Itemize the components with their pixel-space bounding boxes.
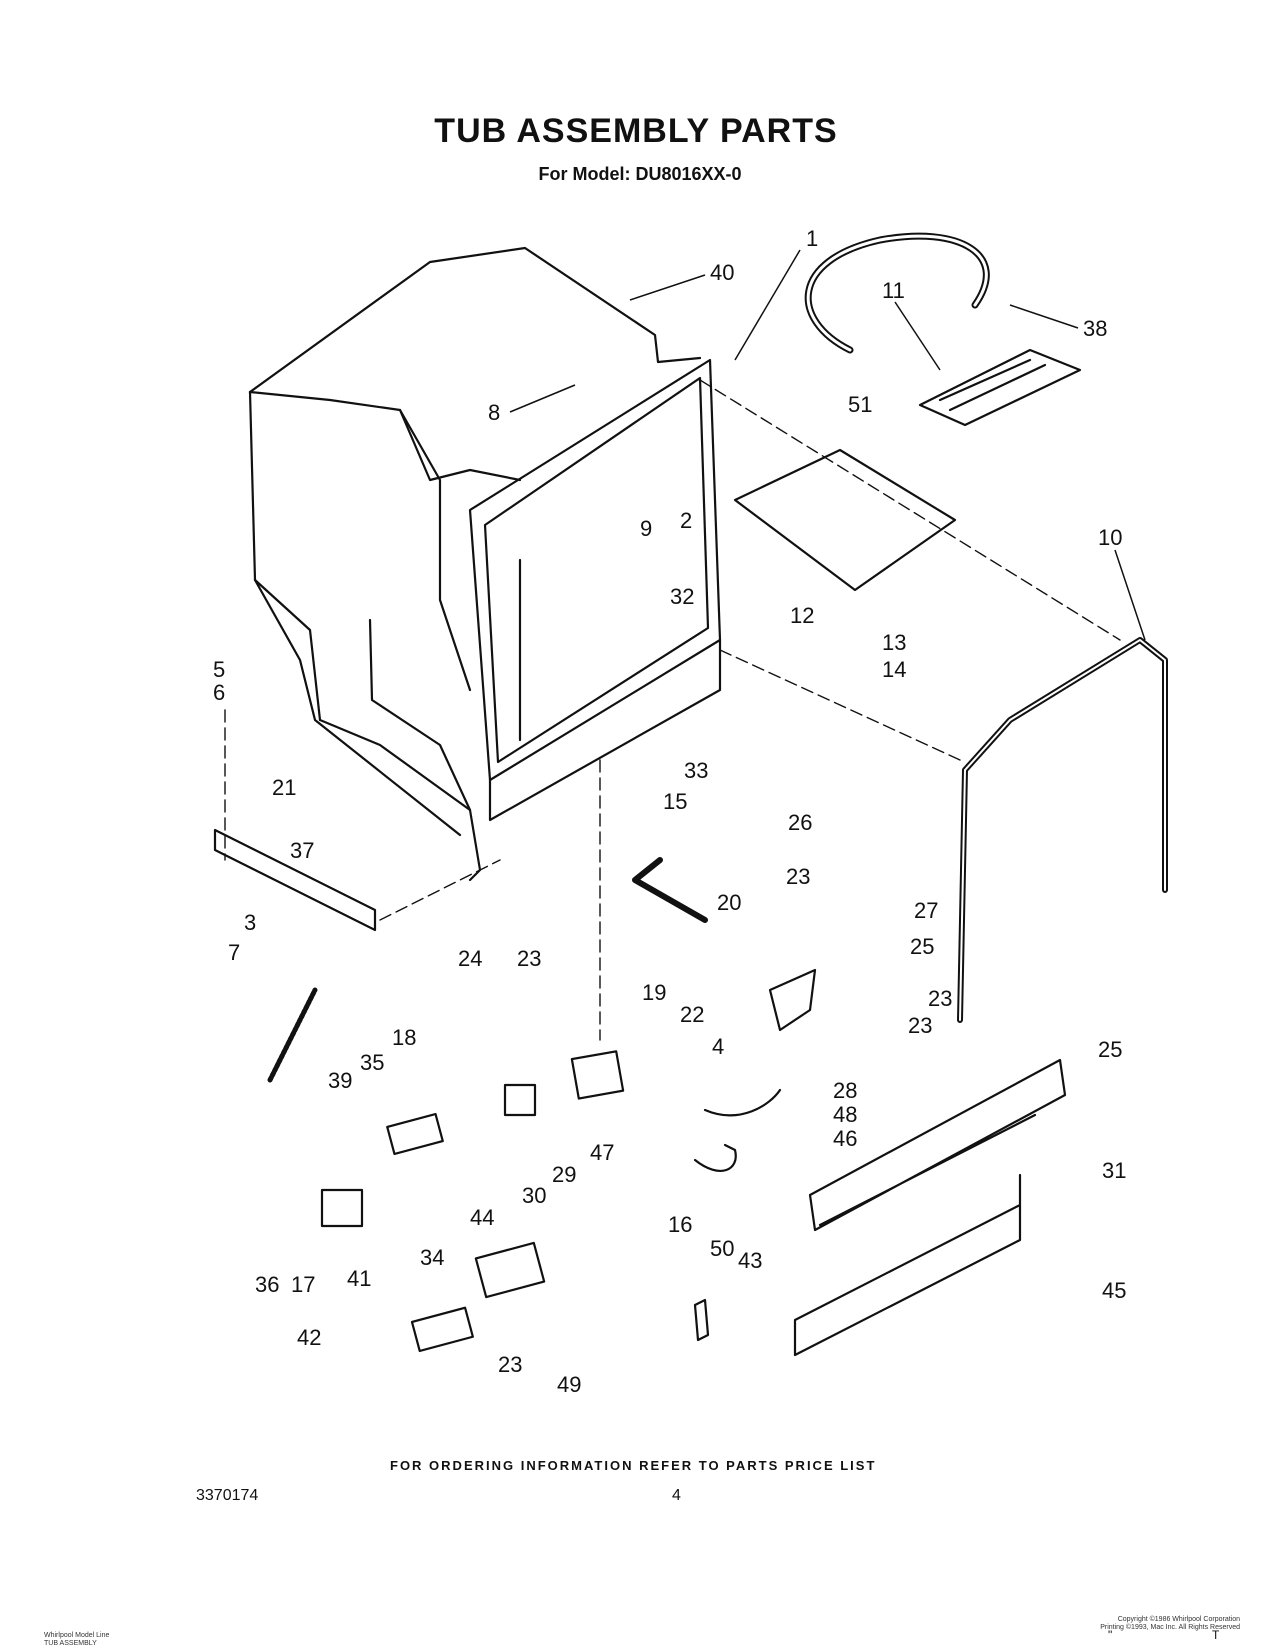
callout-41: 34 bbox=[420, 1245, 444, 1270]
callout-9: 9 bbox=[640, 516, 652, 541]
lead-wire-drawing bbox=[703, 1088, 782, 1117]
fine-print-right: Copyright ©1986 Whirlpool Corporation Pr… bbox=[1040, 1616, 1240, 1632]
corner-mark: " bbox=[1108, 1628, 1113, 1642]
fine-print-left-line: TUB ASSEMBLY bbox=[44, 1640, 97, 1647]
callout-17b: 44 bbox=[470, 1205, 494, 1230]
callout-46: 48 bbox=[833, 1102, 857, 1127]
callout-5: 5 bbox=[213, 657, 225, 682]
callout-23b: 23 bbox=[517, 946, 541, 971]
callout-18: 23 bbox=[908, 1013, 932, 1038]
callout-35: 25 bbox=[1098, 1037, 1122, 1062]
switch-drawing bbox=[570, 1050, 625, 1100]
cord-clamp-drawing bbox=[693, 1298, 710, 1342]
junction-box-drawing bbox=[474, 1241, 546, 1299]
u-gasket-drawing bbox=[957, 637, 1168, 1023]
page-title: TUB ASSEMBLY PARTS bbox=[434, 112, 838, 150]
callout-8: 8 bbox=[488, 400, 500, 425]
model-subtitle: For Model: DU8016XX-0 bbox=[538, 164, 742, 184]
callout-23c: 23 bbox=[928, 986, 952, 1011]
valve-drawing bbox=[768, 968, 817, 1032]
callout-19: 19 bbox=[642, 980, 666, 1005]
callout-44: 49 bbox=[557, 1372, 581, 1397]
callout-28: 39 bbox=[328, 1068, 352, 1093]
fill-tube-drawing bbox=[632, 857, 708, 923]
callout-30: 29 bbox=[552, 1162, 576, 1187]
callout-33: 33 bbox=[684, 758, 708, 783]
fine-print-left: Whirlpool Model Line TUB ASSEMBLY bbox=[44, 1632, 109, 1648]
clamp-drawing bbox=[693, 1143, 737, 1172]
callout-36: 31 bbox=[1102, 1158, 1126, 1183]
spring-drawing bbox=[267, 987, 318, 1083]
callout-50: 16 bbox=[668, 1212, 692, 1237]
callout-14: 14 bbox=[882, 657, 906, 682]
callout-43: 50 bbox=[710, 1236, 734, 1261]
callout-23d: 42 bbox=[297, 1325, 321, 1350]
toe-panel-drawing bbox=[808, 1058, 1067, 1232]
callout-16: 17 bbox=[291, 1272, 315, 1297]
callout-42: 41 bbox=[347, 1266, 371, 1291]
callout-12: 12 bbox=[790, 603, 814, 628]
corner-mark: T bbox=[1212, 1628, 1220, 1642]
callout-37: 37 bbox=[290, 838, 314, 863]
kick-plate-drawing bbox=[793, 1173, 1022, 1357]
terminal-block-drawing bbox=[386, 1112, 444, 1156]
callout-1: 1 bbox=[806, 226, 818, 251]
float-switch-drawing bbox=[320, 1188, 364, 1228]
callout-29: 47 bbox=[590, 1140, 614, 1165]
page-number: 4 bbox=[672, 1487, 681, 1504]
callout-47: 46 bbox=[833, 1126, 857, 1151]
callout-6: 6 bbox=[213, 680, 225, 705]
callout-2: 2 bbox=[680, 508, 692, 533]
callout-21: 21 bbox=[272, 775, 296, 800]
callout-10: 10 bbox=[1098, 525, 1122, 550]
callout-11: 11 bbox=[882, 278, 905, 303]
document-number: 3370174 bbox=[196, 1487, 259, 1504]
callout-26: 26 bbox=[788, 810, 812, 835]
callout-27: 27 bbox=[914, 898, 938, 923]
callout-13: 13 bbox=[882, 630, 906, 655]
callout-25b: 4 bbox=[712, 1034, 724, 1059]
callout-48: 28 bbox=[833, 1078, 857, 1103]
part-callouts: 1 40 38 11 51 8 9 2 10 32 12 13 14 5 6 3… bbox=[213, 226, 1146, 1397]
callout-39: 35 bbox=[360, 1050, 384, 1075]
callout-34: 45 bbox=[1102, 1278, 1126, 1303]
callout-32: 32 bbox=[670, 584, 694, 609]
callout-23a: 23 bbox=[786, 864, 810, 889]
callout-51: 51 bbox=[848, 392, 872, 417]
callout-45: 43 bbox=[738, 1248, 762, 1273]
callout-22: 22 bbox=[680, 1002, 704, 1027]
callout-20: 20 bbox=[717, 890, 741, 915]
box-cover-drawing bbox=[410, 1306, 474, 1353]
fine-print-right-line: Copyright ©1986 Whirlpool Corporation bbox=[1117, 1616, 1240, 1623]
callout-24: 24 bbox=[458, 946, 482, 971]
callout-7: 7 bbox=[228, 940, 240, 965]
fine-print-left-line: Whirlpool Model Line bbox=[44, 1632, 110, 1639]
bracket-drawing bbox=[213, 828, 377, 932]
vent-drawing bbox=[918, 348, 1082, 427]
callout-31: 30 bbox=[522, 1183, 546, 1208]
callout-4: 18 bbox=[392, 1025, 416, 1050]
fine-print-right-line: Printing ©1993, Mac Inc. All Rights Rese… bbox=[1100, 1624, 1240, 1631]
ordering-note: FOR ORDERING INFORMATION REFER TO PARTS … bbox=[390, 1458, 877, 1473]
callout-40: 40 bbox=[710, 260, 734, 285]
insulator-drawing bbox=[503, 1083, 537, 1117]
callout-17a: 36 bbox=[255, 1272, 279, 1297]
door-frame-drawing bbox=[468, 358, 722, 822]
callout-38: 38 bbox=[1083, 316, 1107, 341]
callout-25a: 25 bbox=[910, 934, 934, 959]
outer-tub-drawing bbox=[248, 246, 702, 882]
callout-49: 23 bbox=[498, 1352, 522, 1377]
gasket-drawing bbox=[733, 448, 957, 592]
callout-3: 3 bbox=[244, 910, 256, 935]
callout-15: 15 bbox=[663, 789, 687, 814]
